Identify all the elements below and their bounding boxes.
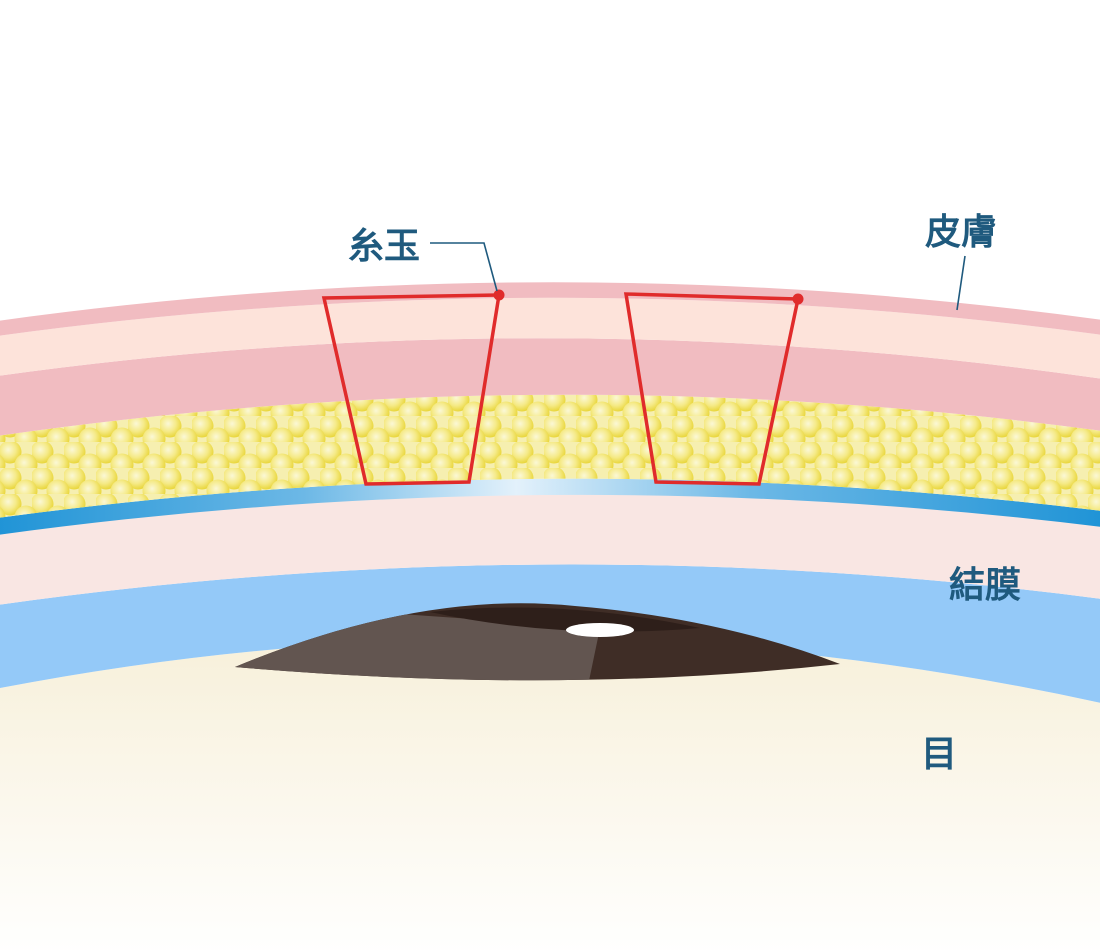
skin-label: 皮膚: [925, 211, 997, 253]
eyeball: [0, 639, 1100, 950]
thread-knot-label: 糸玉: [348, 225, 420, 267]
skin-leader-line: [957, 256, 965, 310]
conjunctiva-label: 結膜: [949, 564, 1021, 606]
eye-label: 目: [921, 733, 957, 775]
thread-knot-left: [494, 290, 505, 301]
thread-knot-right: [793, 294, 804, 305]
eye-reflection: [566, 623, 634, 637]
